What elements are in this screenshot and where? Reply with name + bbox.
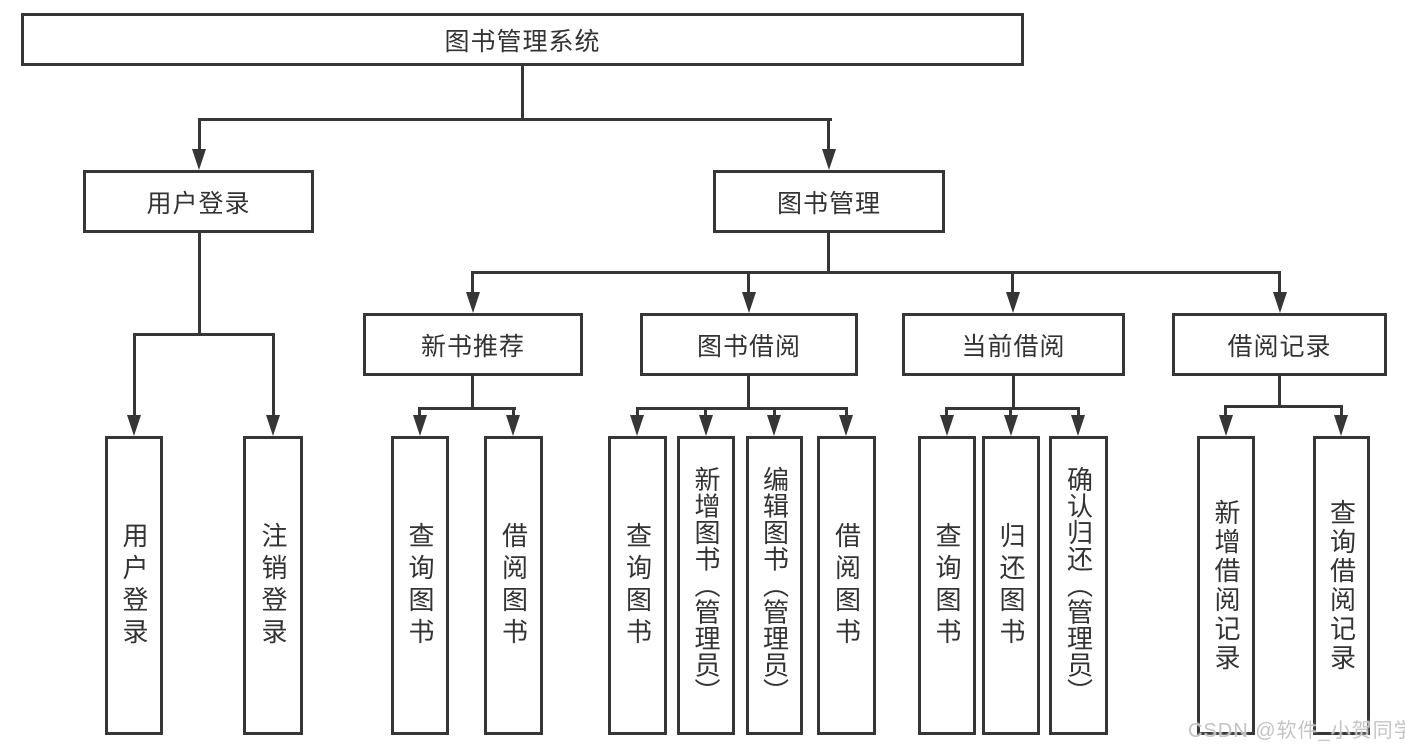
node-rec-query-book-label: 查询图书 [405,521,435,650]
node-rec-borrow-book: 借阅图书 [484,436,543,735]
connector-line [272,333,275,417]
arrowhead-down-icon [699,415,713,436]
connector-line [1077,407,1080,417]
node-root: 图书管理系统 [21,13,1024,66]
node-logout: 注销登录 [243,436,303,735]
node-login-label: 用户登录 [119,521,149,650]
connector-line [198,118,832,121]
connector-line [636,407,639,417]
node-bb-query-book-label: 查询图书 [622,521,653,650]
node-current-borrow: 当前借阅 [902,313,1125,376]
node-cb-query-book: 查询图书 [918,436,976,735]
node-bb-add-book-label: 新增图书（管理员） [691,466,721,705]
node-bb-borrow-book-label: 借阅图书 [831,521,862,650]
node-br-add-record-label: 新增借阅记录 [1211,498,1241,673]
arrowhead-down-icon [413,415,427,436]
connector-line [747,271,750,295]
arrowhead-down-icon [506,415,520,436]
node-cb-query-book-label: 查询图书 [932,521,962,650]
node-cb-confirm-return: 确认归还（管理员） [1049,436,1108,735]
arrowhead-down-icon [266,415,280,436]
node-bb-query-book: 查询图书 [608,436,667,735]
node-book-mgmt-label: 图书管理 [776,189,881,218]
arrowhead-down-icon [1334,415,1348,436]
arrowhead-down-icon [742,292,756,313]
arrowhead-down-icon [822,149,836,170]
connector-line [773,407,776,417]
node-user-login-label: 用户登录 [146,189,251,218]
connector-line [521,66,524,120]
node-new-book-rec-label: 新书推荐 [420,332,525,361]
node-bb-borrow-book: 借阅图书 [817,436,876,735]
arrowhead-down-icon [940,415,954,436]
connector-line [704,407,707,417]
connector-line [1278,376,1281,407]
connector-line [1278,271,1281,295]
arrowhead-down-icon [1004,415,1018,436]
node-rec-query-book: 查询图书 [391,436,449,735]
node-login: 用户登录 [105,436,163,735]
connector-line [198,118,201,154]
arrowhead-down-icon [1071,415,1085,436]
node-cb-confirm-return-label: 确认归还（管理员） [1063,466,1094,705]
node-cb-return-book-label: 归还图书 [996,521,1026,650]
node-new-book-rec: 新书推荐 [363,313,583,376]
connector-line [133,333,136,417]
connector-line [945,407,1080,410]
connector-line [418,407,421,417]
node-book-mgmt: 图书管理 [713,170,945,233]
arrowhead-down-icon [127,415,141,436]
connector-line [471,271,1281,274]
connector-line [845,407,848,417]
connector-line [418,407,516,410]
node-br-add-record: 新增借阅记录 [1197,436,1255,735]
connector-line [133,333,275,336]
connector-line [1224,405,1227,417]
connector-line [1012,376,1015,409]
arrowhead-down-icon [767,415,781,436]
node-book-borrow-label: 图书借阅 [696,332,801,361]
node-user-login: 用户登录 [83,170,314,233]
connector-line [827,118,830,154]
node-br-query-record: 查询借阅记录 [1313,436,1370,735]
connector-line [1009,407,1012,417]
node-bb-add-book: 新增图书（管理员） [677,436,735,735]
connector-line [747,376,750,409]
node-logout-label: 注销登录 [258,521,288,650]
node-borrow-records-label: 借阅记录 [1227,332,1332,361]
connector-line [471,376,474,409]
csdn-watermark: CSDN @软件_小贺同学 [1188,720,1405,742]
connector-line [1340,405,1343,417]
arrowhead-down-icon [466,292,480,313]
arrowhead-down-icon [1219,415,1233,436]
arrowhead-down-icon [192,149,206,170]
arrowhead-down-icon [839,415,853,436]
connector-line [1224,405,1343,408]
node-rec-borrow-book-label: 借阅图书 [498,521,529,650]
node-cb-return-book: 归还图书 [982,436,1040,735]
connector-line [198,233,201,335]
node-root-label: 图书管理系统 [444,27,601,56]
node-book-borrow: 图书借阅 [640,313,858,376]
connector-line [945,407,948,417]
node-br-query-record-label: 查询借阅记录 [1326,498,1357,673]
node-current-borrow-label: 当前借阅 [961,332,1066,361]
arrowhead-down-icon [630,415,644,436]
node-borrow-records: 借阅记录 [1172,313,1387,376]
arrowhead-down-icon [1006,292,1020,313]
connector-line [471,271,474,295]
connector-line [1011,271,1014,295]
node-bb-edit-book-label: 编辑图书（管理员） [759,466,790,705]
connector-line [636,407,848,410]
arrowhead-down-icon [1273,292,1287,313]
connector-line [512,407,515,417]
connector-line [827,233,830,273]
node-bb-edit-book: 编辑图书（管理员） [746,436,803,735]
